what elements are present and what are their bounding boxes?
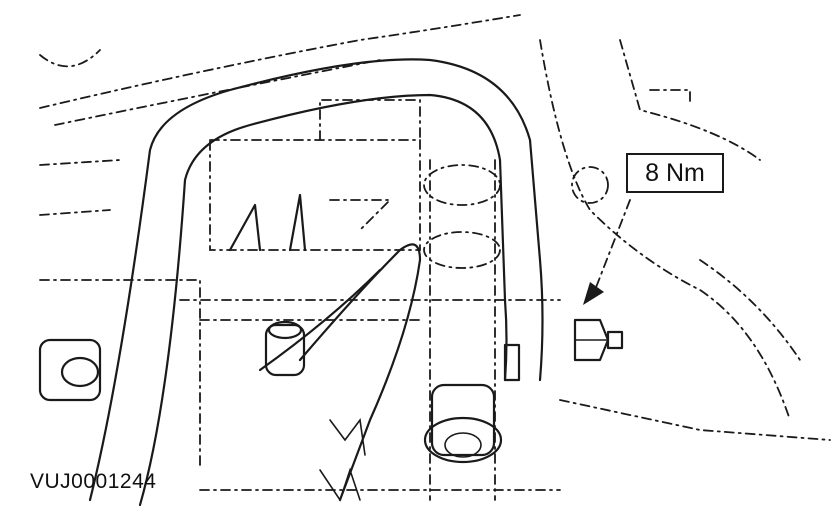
left-edge-line-2 (39, 209, 111, 216)
torque-leader-line (594, 199, 631, 291)
bracket-ramp (329, 199, 393, 231)
left-mount-bolt (60, 356, 100, 388)
bottom-detail-1 (329, 417, 366, 456)
bracket-top (319, 99, 421, 141)
mid-clamp (423, 231, 501, 269)
top-left-curve (39, 49, 101, 68)
torque-callout-box: 8 Nm (626, 153, 724, 193)
bracket-outline (209, 139, 421, 251)
lower-hose-outer (298, 243, 422, 502)
torque-arrowhead (583, 282, 604, 305)
bracket-spike-1 (228, 203, 262, 252)
lower-clamp-ring (444, 432, 482, 458)
upper-right-bolt (571, 166, 609, 204)
upper-panel-line (39, 14, 521, 109)
lower-clamp-cap (423, 416, 503, 464)
left-mount-block (38, 338, 102, 402)
left-edge-line (39, 159, 121, 166)
lower-hose-inner (258, 268, 382, 372)
torque-value-label: 8 Nm (645, 158, 705, 187)
bottom-detail-2 (319, 467, 361, 502)
center-bushing-top (267, 320, 303, 340)
figure-reference-code: VUJ0001244 (30, 470, 157, 493)
right-panel-edge (539, 39, 791, 421)
upper-clamp (423, 164, 501, 206)
right-panel-edge-3 (649, 89, 691, 106)
bolt-shank (606, 330, 624, 350)
main-hose-inner (138, 93, 508, 507)
center-bushing (264, 323, 306, 377)
right-panel-edge-2 (619, 39, 761, 161)
right-lower-line (559, 399, 831, 441)
right-edge-line (699, 259, 801, 361)
bracket-spike-2 (288, 193, 307, 252)
left-bracket (39, 279, 201, 471)
lower-clamp-body (430, 383, 496, 457)
pipe-end-stub (503, 343, 521, 382)
main-hose-outer (88, 58, 544, 502)
bolt-head (573, 318, 610, 362)
